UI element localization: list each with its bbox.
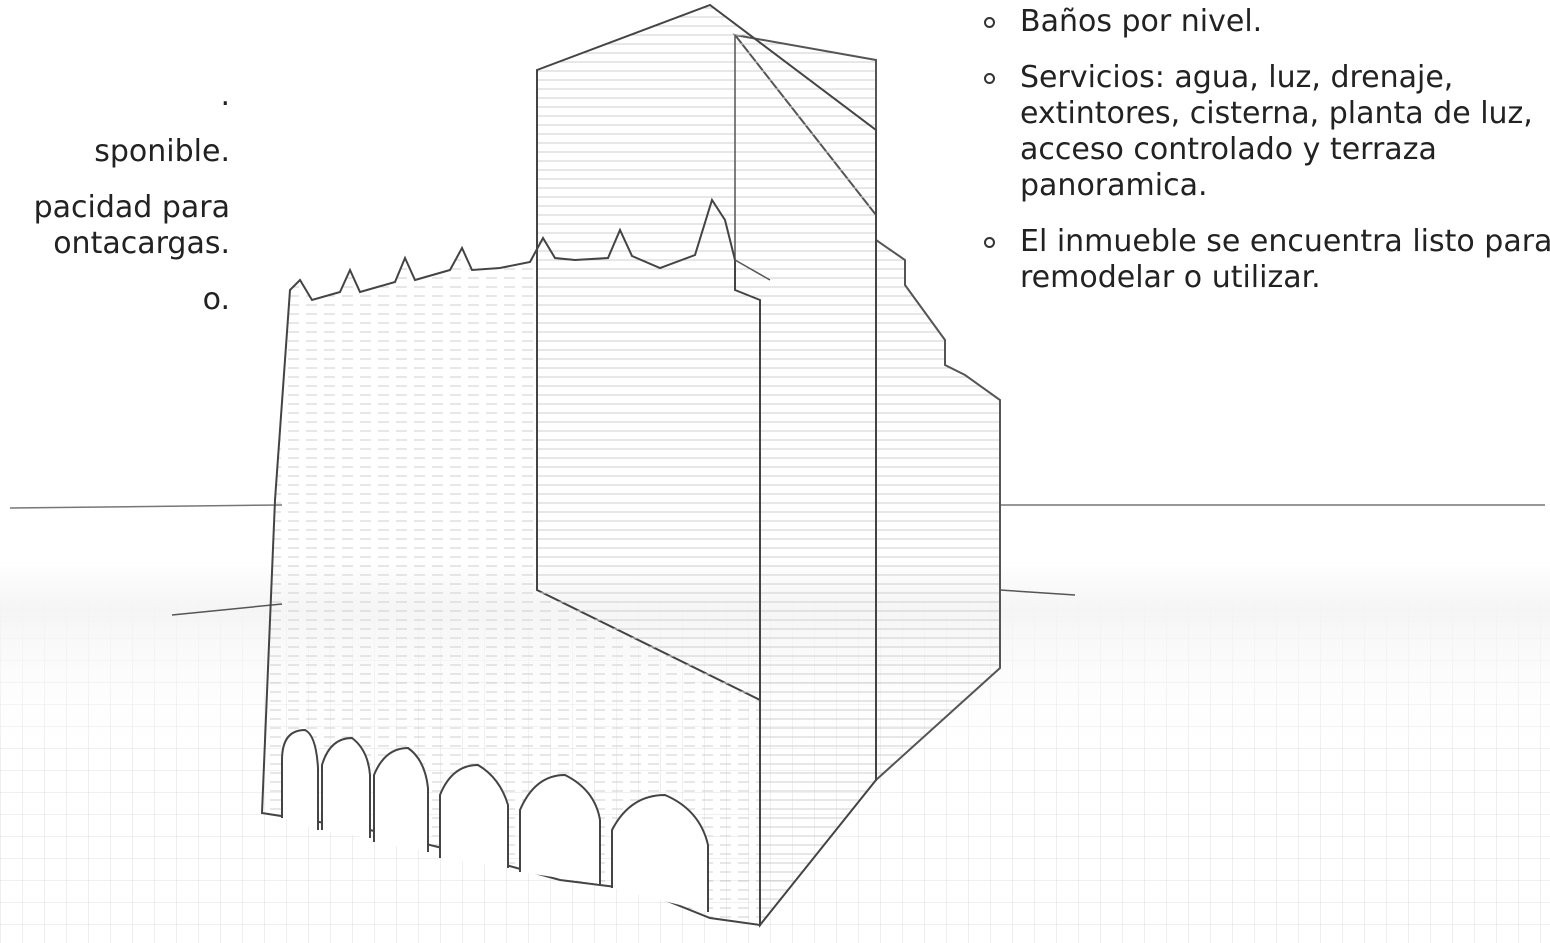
right-bullet-item: Servicios: agua, luz, drenaje, extintore… xyxy=(984,60,1550,204)
ground-line-left xyxy=(171,603,283,616)
circle-bullet-icon xyxy=(984,73,995,84)
horizon-line-left xyxy=(9,504,283,509)
right-bullet-item: Baños por nivel. xyxy=(984,4,1550,40)
right-bullet-item: El inmueble se encuentra listo para remo… xyxy=(984,224,1550,296)
circle-bullet-icon xyxy=(984,237,995,248)
left-bullet-text: pacidad para ontacargas. xyxy=(33,190,230,261)
right-bullet-text: El inmueble se encuentra listo para remo… xyxy=(1020,224,1550,295)
building-arches xyxy=(281,728,709,912)
right-bullet-text: Servicios: agua, luz, drenaje, extintore… xyxy=(1020,60,1533,203)
circle-bullet-icon xyxy=(984,17,995,28)
ground-line-right xyxy=(999,589,1076,596)
right-bullet-text: Baños por nivel. xyxy=(1020,4,1263,39)
left-bullet-text: sponible. xyxy=(94,134,230,169)
left-bullet-item: pacidad para ontacargas. xyxy=(0,190,230,262)
left-bullet-item: o. xyxy=(0,282,230,318)
left-bullet-item: sponible. xyxy=(0,134,230,170)
left-bullet-text: . xyxy=(220,78,230,113)
left-bullet-text: o. xyxy=(202,282,230,317)
left-bullet-item: . xyxy=(0,78,230,114)
right-bullet-list: Baños por nivel. Servicios: agua, luz, d… xyxy=(984,4,1550,316)
left-bullet-list: . sponible. pacidad para ontacargas. o. xyxy=(0,78,230,338)
